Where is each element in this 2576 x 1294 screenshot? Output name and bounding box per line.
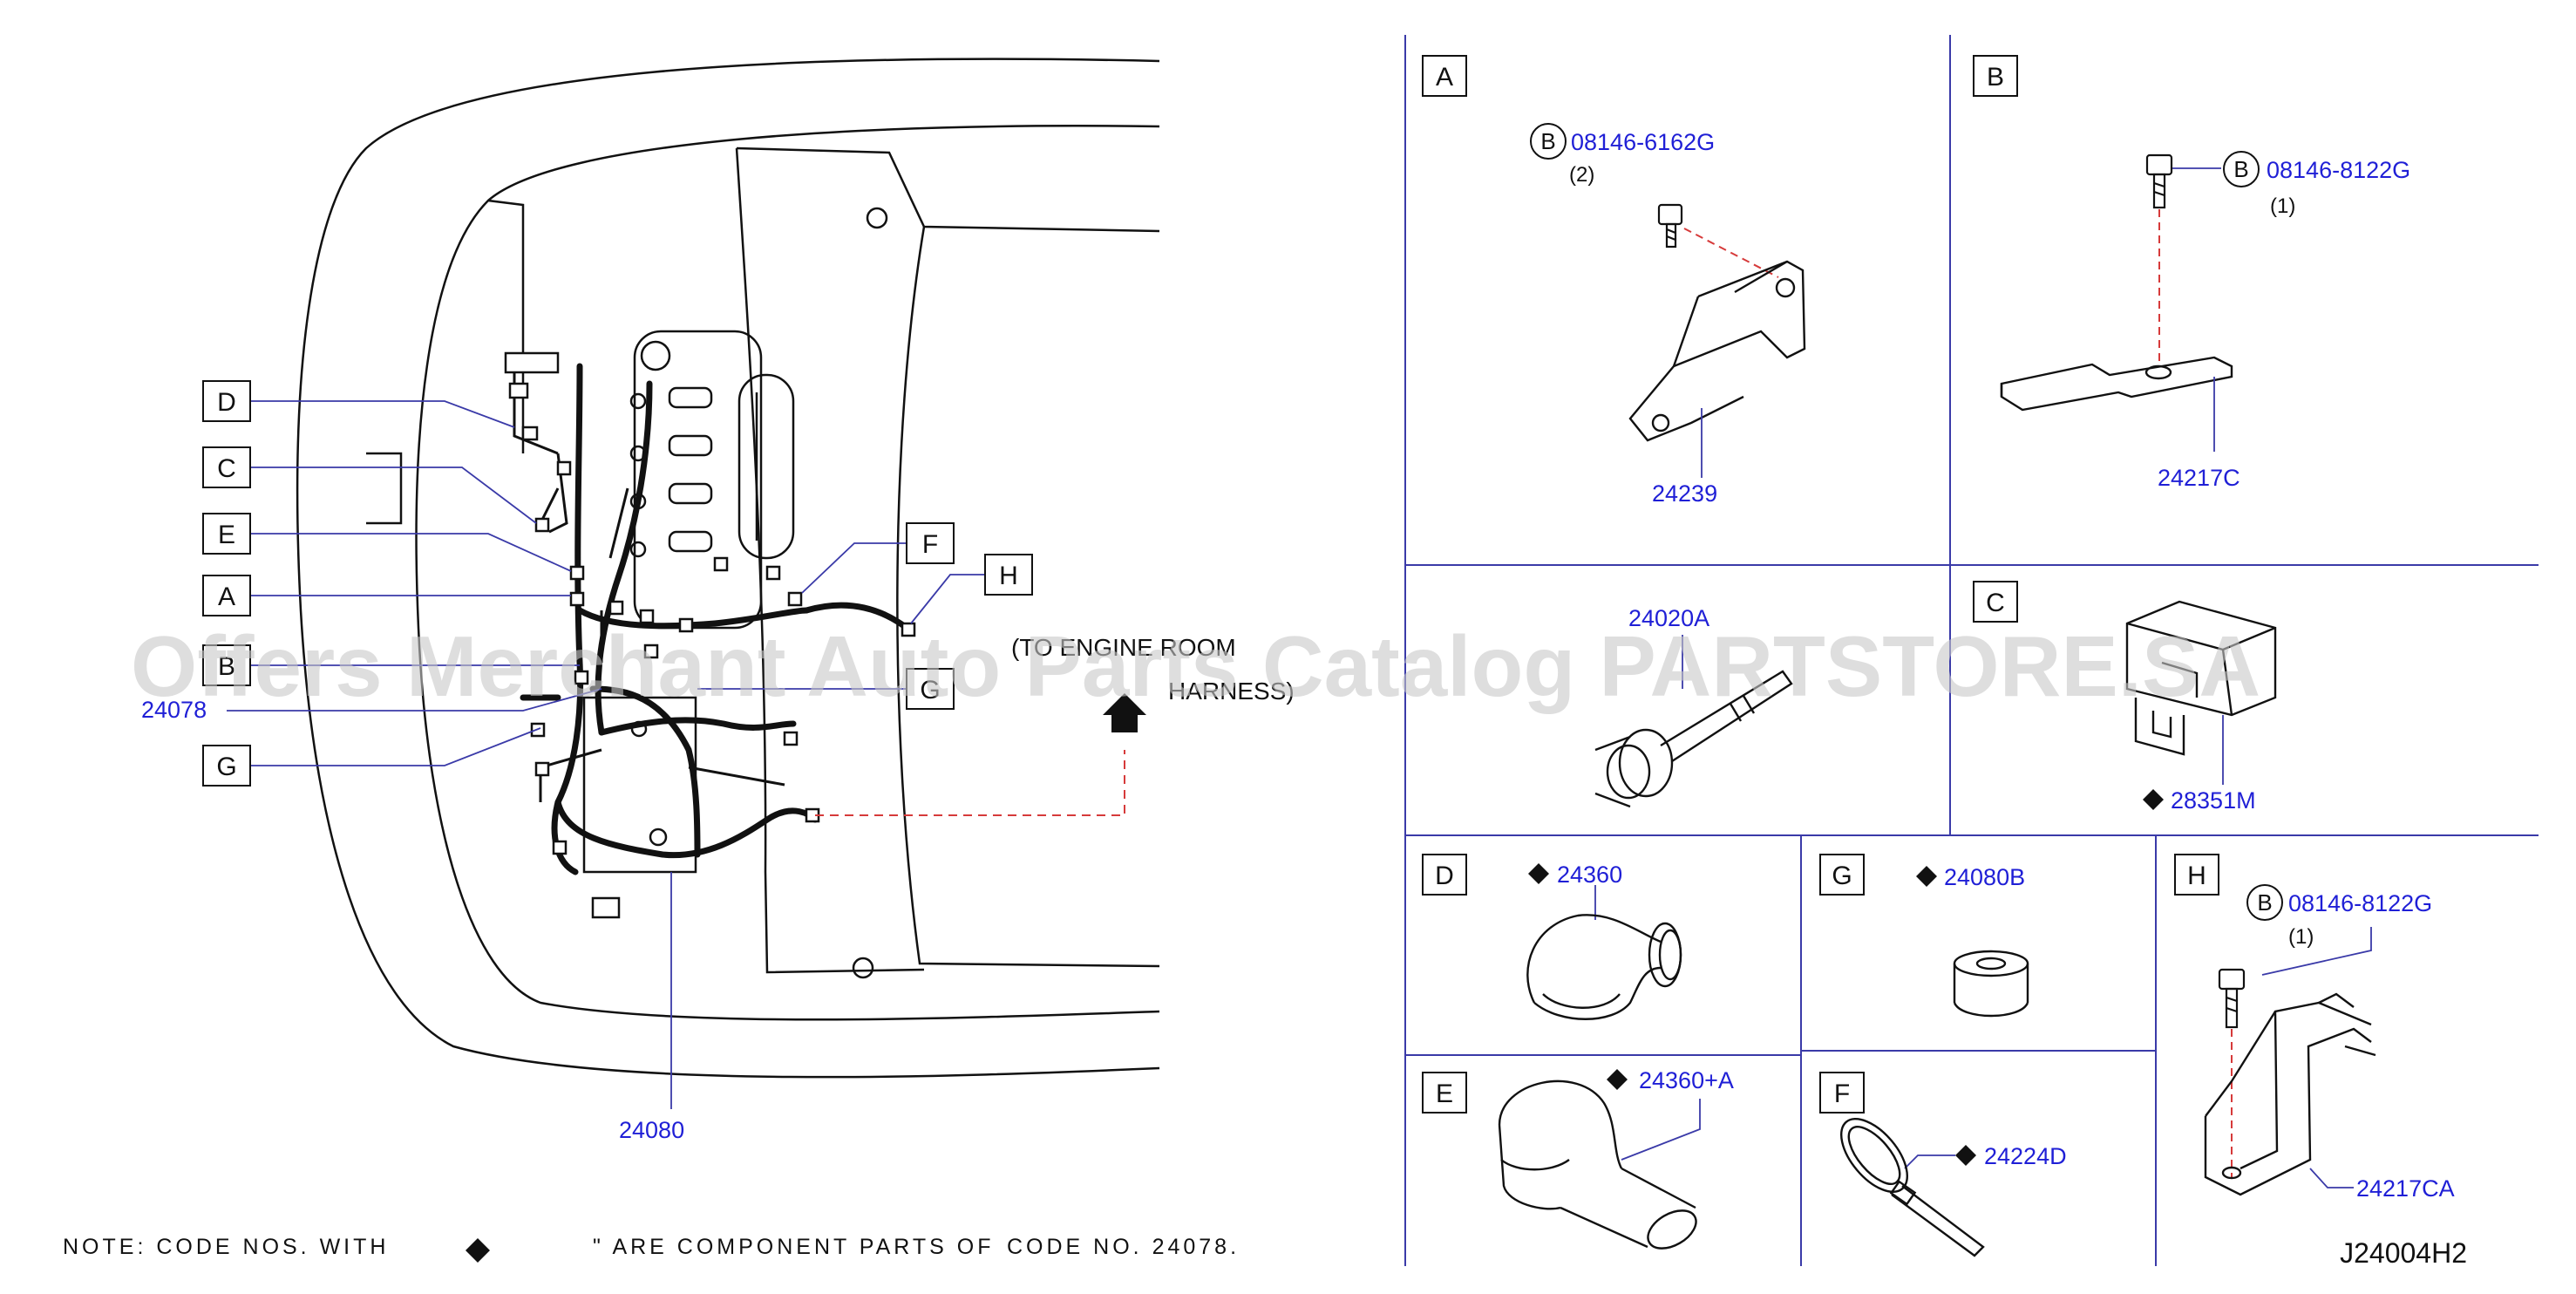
diamond-icon bbox=[1916, 866, 1937, 887]
bolt-part-b: 08146-8122G bbox=[2267, 157, 2410, 183]
watermark-text: Offers Merchant Auto Parts Catalog PARTS… bbox=[131, 618, 2260, 714]
bolt-ref-circle-b: B bbox=[2233, 156, 2248, 182]
rubber-boot-24360a bbox=[1498, 1079, 1697, 1250]
route-text-1: (TO ENGINE ROOM bbox=[1011, 634, 1236, 661]
callout-g: G bbox=[216, 753, 236, 781]
vehicle-outline bbox=[296, 58, 1160, 1079]
panel-a-label: A bbox=[1436, 63, 1453, 92]
diamond-icon bbox=[1955, 1145, 1976, 1166]
panel-a: B 08146-6162G (2) 24239 bbox=[1530, 123, 1806, 507]
diamond-icon bbox=[1528, 863, 1549, 884]
route-leader bbox=[815, 750, 1125, 816]
panel-h: B 08146-8122G (1) 24217CA bbox=[2204, 884, 2455, 1202]
connectors bbox=[504, 351, 916, 919]
bracket-24239 bbox=[1628, 260, 1806, 442]
callout-b: B bbox=[218, 652, 235, 681]
ground-eyelet bbox=[630, 720, 648, 738]
bracket-24217c bbox=[2000, 356, 2233, 412]
ground-eyelet bbox=[649, 827, 668, 847]
panel-d-label: D bbox=[1435, 862, 1454, 890]
panel-g-label: G bbox=[1832, 862, 1852, 890]
panel-grid bbox=[1404, 35, 2539, 1266]
part-number-24217c: 24217C bbox=[2158, 465, 2240, 491]
panel-b-label: B bbox=[1987, 63, 2004, 92]
bracket-24217ca bbox=[2204, 992, 2376, 1196]
callout-c: C bbox=[217, 454, 236, 483]
part-number-24239: 24239 bbox=[1652, 480, 1717, 507]
bolt-qty-h: (1) bbox=[2288, 925, 2314, 949]
panel-g: 24080B bbox=[1916, 864, 2029, 1018]
part-number-24360: 24360 bbox=[1557, 862, 1622, 888]
connector-28351m bbox=[2125, 600, 2277, 756]
bolt-ref-circle-a: B bbox=[1540, 128, 1555, 154]
panel-e-label: E bbox=[1436, 1079, 1453, 1108]
bolt-icon bbox=[2145, 153, 2173, 209]
diamond-icon bbox=[1607, 1069, 1628, 1090]
panel-e: 24360+A bbox=[1498, 1067, 1734, 1250]
bolt-qty-b: (1) bbox=[2270, 194, 2295, 218]
panel-f-label: F bbox=[1834, 1079, 1850, 1108]
diamond-icon bbox=[2143, 789, 2164, 810]
callout-leaders bbox=[227, 400, 985, 1109]
note-code: CODE NO. 24078. bbox=[1007, 1235, 1240, 1259]
fuse-box-outline bbox=[582, 696, 697, 874]
part-number-24224d: 24224D bbox=[1984, 1143, 2067, 1169]
panel-24020a: 24020A bbox=[1594, 605, 1793, 808]
note-prefix: NOTE: CODE NOS. WITH bbox=[63, 1235, 389, 1259]
diagram-id: J24004H2 bbox=[2340, 1237, 2467, 1269]
part-number-24080b: 24080B bbox=[1944, 864, 2025, 890]
panel-c: 28351M bbox=[2125, 600, 2277, 814]
callout-g-right: G bbox=[920, 676, 940, 705]
bolt-part-h: 08146-8122G bbox=[2288, 890, 2432, 916]
panel-letter-boxes bbox=[1422, 55, 2219, 1114]
panel-h-label: H bbox=[2187, 862, 2206, 890]
bolt-ref-circle-h: B bbox=[2257, 889, 2272, 916]
callout-boxes bbox=[202, 380, 1033, 787]
callout-d: D bbox=[217, 388, 236, 417]
grommet-stud bbox=[1594, 670, 1793, 808]
part-number-24217ca: 24217CA bbox=[2356, 1175, 2455, 1202]
bushing-24080b bbox=[1953, 950, 2029, 1018]
part-number-28351m: 28351M bbox=[2171, 787, 2256, 814]
cable-tie-24224d bbox=[1839, 1118, 1985, 1257]
rubber-boot-24360 bbox=[1526, 914, 1682, 1020]
direction-arrow-icon bbox=[1103, 693, 1146, 732]
callout-a: A bbox=[218, 582, 235, 611]
bolt-qty-a: (2) bbox=[1569, 163, 1594, 187]
panel-b: B 08146-8122G (1) 24217C bbox=[2000, 151, 2410, 491]
note-suffix: " ARE COMPONENT PARTS OF bbox=[593, 1235, 995, 1259]
callout-f: F bbox=[922, 530, 938, 559]
callout-e: E bbox=[218, 521, 235, 549]
bolt-part-a: 08146-6162G bbox=[1571, 129, 1715, 155]
panel-c-label: C bbox=[1986, 589, 2005, 617]
bolt-icon bbox=[1657, 203, 1683, 249]
callout-h: H bbox=[999, 562, 1018, 590]
part-number-24020a: 24020A bbox=[1628, 605, 1709, 631]
part-number-24080: 24080 bbox=[619, 1117, 684, 1143]
panel-f: 24224D bbox=[1839, 1118, 2067, 1257]
panel-d: 24360 bbox=[1526, 862, 1682, 1020]
part-number-24078: 24078 bbox=[141, 697, 207, 723]
bolt-icon bbox=[2218, 968, 2246, 1029]
route-text-2: HARNESS) bbox=[1168, 678, 1295, 705]
part-number-24360a: 24360+A bbox=[1639, 1067, 1734, 1093]
diamond-icon bbox=[466, 1238, 490, 1263]
